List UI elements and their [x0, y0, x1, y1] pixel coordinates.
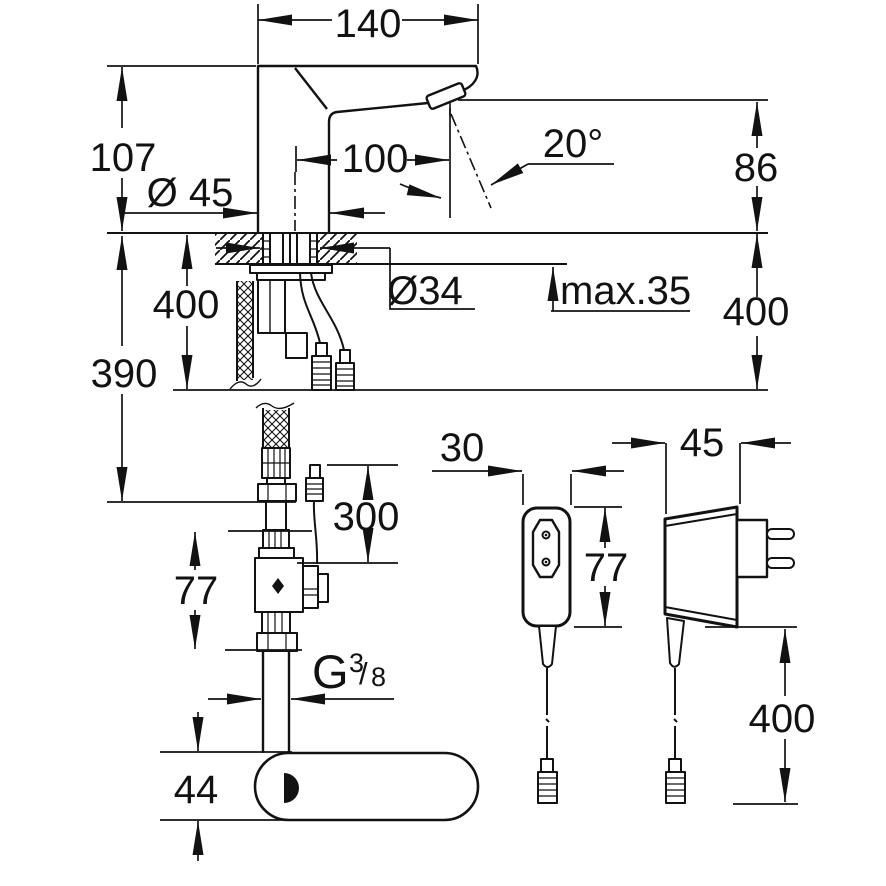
faucet-spout-underside — [327, 101, 429, 233]
valve-inlet-pipe — [265, 501, 287, 530]
supply-hose-edges — [236, 281, 254, 381]
dim-label-77-valve: 77 — [174, 569, 219, 613]
supply-pipe — [261, 651, 291, 753]
hose-braid-2 — [263, 410, 289, 448]
electronics-housing-lower — [285, 332, 308, 359]
dim-label-400-psu: 400 — [749, 697, 816, 741]
leader-dia34 — [389, 248, 475, 310]
valve-bottom-thread — [261, 611, 291, 634]
psu-front-cable — [545, 668, 550, 759]
dim-label-30: 30 — [440, 426, 485, 470]
dim-label-max35: max.35 — [560, 269, 691, 313]
hose-nut — [257, 483, 297, 502]
valve-top-thread — [262, 529, 290, 549]
psu-side-connector — [665, 758, 686, 804]
cable-connector-1 — [311, 342, 332, 391]
supply-hose-lower — [255, 402, 297, 530]
base-outline-oval — [253, 751, 480, 822]
dim-label-20deg: 20° — [543, 122, 604, 166]
thread-letter: G — [312, 645, 349, 698]
thread-numerator: 3 — [349, 648, 364, 678]
thread-slash: / — [359, 656, 368, 691]
dim-label-86: 86 — [734, 146, 779, 190]
ext-400-psu — [705, 626, 798, 805]
dim-label-45: 45 — [680, 421, 725, 465]
leader-20-arrow — [490, 163, 529, 186]
euro-socket-outline — [531, 518, 561, 579]
plug-pin-bottom — [766, 557, 795, 569]
ext-45 — [665, 443, 741, 514]
dim-label-77-psu: 77 — [584, 546, 629, 590]
dim-label-140: 140 — [335, 2, 402, 46]
faucet-body-outline — [256, 64, 479, 233]
valve-handle-mark — [272, 578, 284, 594]
electronics-housing — [257, 279, 286, 334]
angle-valve — [254, 529, 329, 753]
valve-side-port — [302, 565, 319, 609]
dim-label-390: 390 — [91, 352, 158, 396]
dim-label-107: 107 — [90, 136, 157, 180]
spout-plan-view — [253, 751, 480, 822]
hose-edges-2 — [262, 408, 290, 448]
angle-arc-arrow — [399, 183, 442, 199]
faucet-body-edge — [294, 67, 328, 110]
ext-77-psu — [574, 506, 622, 628]
psu-side-cable — [673, 668, 678, 759]
socket-hole-bottom-dot — [544, 560, 548, 564]
dim-label-thread-g38: G 3 / 8 — [312, 645, 386, 698]
sensor-cable — [312, 500, 319, 565]
cable-2 — [310, 272, 345, 351]
ext-300 — [297, 464, 398, 564]
hose-break-cut — [229, 378, 262, 390]
faucet-side-view — [256, 64, 492, 233]
sensor-cable-connector — [305, 464, 324, 565]
dim-label-400-right: 400 — [723, 290, 790, 334]
spray-axis-line — [449, 103, 492, 209]
mounting-washer — [249, 264, 333, 274]
psu-front-body — [521, 506, 572, 628]
mounting-shank — [262, 233, 318, 265]
dim-label-44: 44 — [174, 768, 219, 812]
ext-44 — [160, 751, 292, 821]
spout-aerator — [425, 82, 467, 110]
dim-label-dia34: Ø34 — [387, 269, 463, 313]
shank-threads — [263, 240, 317, 258]
power-supply-side-view — [663, 505, 795, 804]
dim-label-dia45: Ø 45 — [147, 171, 234, 215]
hose-break-cut-2 — [255, 402, 295, 410]
psu-side-strain-relief — [666, 617, 685, 668]
below-deck-assembly — [229, 272, 355, 391]
ext-30 — [522, 474, 572, 505]
psu-front-strain-relief — [538, 625, 557, 668]
dimensions: 140 107 Ø 45 100 20° 86 Ø34 ma — [90, 2, 816, 861]
supply-hose-braid — [237, 281, 253, 380]
thread-denominator: 8 — [371, 662, 386, 692]
cable-connector-2 — [335, 349, 355, 391]
ext-140 — [257, 4, 479, 64]
socket-hole-top-dot — [544, 533, 548, 537]
psu-front-connector — [537, 758, 558, 804]
ext-77-valve — [225, 530, 312, 651]
dim-label-400-left: 400 — [153, 283, 220, 327]
power-supply-front-view — [521, 506, 572, 804]
valve-bottom-nut — [256, 632, 298, 652]
valve-side-screw — [317, 573, 329, 603]
dim-label-100: 100 — [342, 137, 409, 181]
sensor-window-dot — [284, 773, 299, 803]
cable-1 — [299, 272, 321, 344]
dim-label-300: 300 — [333, 495, 400, 539]
mounting-nut — [256, 272, 326, 281]
psu-side-edge-lines — [664, 513, 738, 621]
valve-flange — [258, 547, 295, 559]
psu-plug-block — [735, 518, 769, 579]
plug-pin-top — [766, 528, 795, 540]
